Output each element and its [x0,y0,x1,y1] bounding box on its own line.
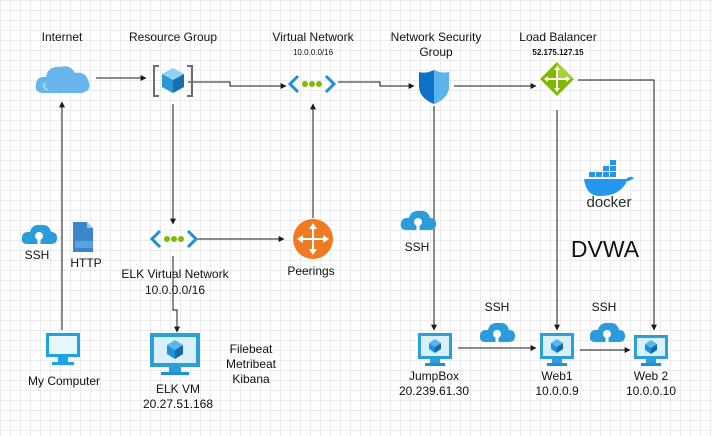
resource-group-icon [153,65,193,97]
ssh-label-left: SSH [24,248,50,262]
vnet-icon [287,74,337,94]
monitor-vm-icon [540,333,574,366]
monitor-vm-icon [150,333,200,375]
vnet-icon [149,229,199,249]
connector-rg-vnet [188,81,287,89]
internet-label: Internet [41,30,83,44]
elk-vm-ip: 20.27.51.168 [142,397,214,411]
router-icon [293,219,333,259]
shield-icon [419,70,449,104]
beats-kibana: Kibana [232,372,270,386]
web2-ip: 10.0.0.10 [625,384,677,398]
resource-group-label: Resource Group [128,30,218,44]
connector-lb-web2 [578,79,657,331]
key-cloud-icon [21,224,57,248]
connector-elkvnet-elkvm [172,256,180,333]
monitor-vm-icon [634,335,668,366]
docker-wordmark: docker [586,194,632,211]
beats-filebeat: Filebeat [229,342,273,356]
key-cloud-icon [400,210,436,234]
elk-vm-label: ELK VM [155,382,201,396]
key-cloud-icon [479,322,515,346]
load-balancer-label: Load Balancer [519,30,597,44]
nsg-label-line1: Network Security [390,30,482,44]
monitor-icon [46,333,80,365]
monitor-vm-icon [418,333,452,366]
jumpbox-ip: 20.239.61.30 [398,384,470,398]
dvwa-label: DVWA [570,236,640,262]
cloud-icon [35,66,90,93]
peerings-label: Peerings [287,264,335,278]
http-file-icon [73,222,93,252]
ssh-label-web1: SSH [484,300,510,314]
http-label: HTTP [70,256,102,270]
my-computer-label: My Computer [27,374,101,388]
jumpbox-label: JumpBox [408,369,460,383]
key-cloud-icon [589,322,625,346]
elk-vnet-label: ELK Virtual Network [121,267,229,281]
connectors [59,75,657,353]
beats-metribeat: Metribeat [225,357,277,371]
web2-label: Web 2 [633,369,669,383]
load-balancer-ip: 52.175.127.15 [532,48,584,57]
ssh-label-web2: SSH [591,300,617,314]
ssh-label-jumpbox: SSH [404,240,430,254]
load-balancer-icon [540,62,574,96]
connector-vnet-nsg [338,81,415,89]
virtual-network-cidr: 10.0.0.0/16 [292,48,334,57]
web1-ip: 10.0.0.9 [535,384,579,398]
docker-whale-icon [584,160,634,196]
virtual-network-label: Virtual Network [272,30,354,44]
web1-label: Web1 [541,369,573,383]
nsg-label-line2: Group [419,45,453,59]
elk-vnet-cidr: 10.0.0.0/16 [144,283,206,297]
